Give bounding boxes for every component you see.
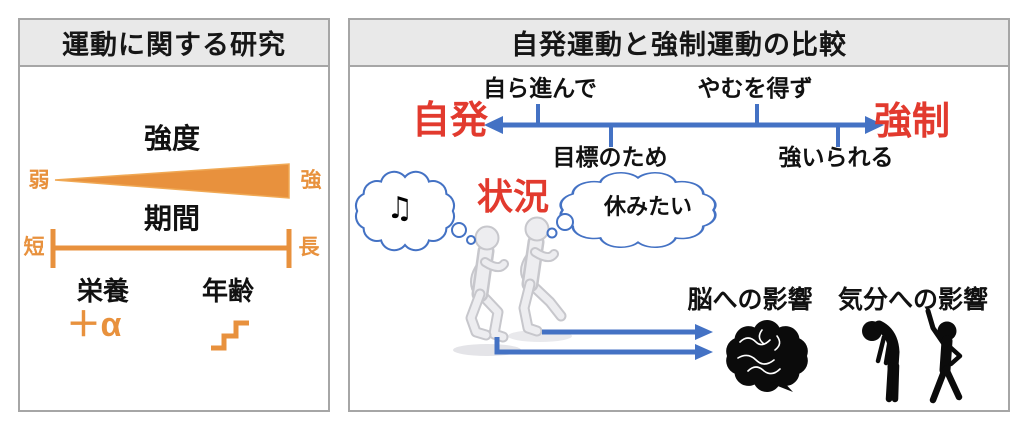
situation-label: 状況 [476, 176, 550, 217]
right-panel-title: 自発運動と強制運動の比較 [511, 30, 847, 60]
effect-mood-label: 気分への影響 [837, 286, 989, 314]
duration-label: 期間 [143, 203, 201, 234]
right-panel-header: 自発運動と強制運動の比較 [350, 20, 1008, 67]
left-panel: 運動に関する研究 [18, 18, 330, 412]
intensity-label: 強度 [143, 123, 201, 154]
spectrum-lower-label-2: 強いられる [778, 144, 894, 170]
duration-max-label: 長 [298, 236, 320, 259]
intensity-min-label: 弱 [28, 169, 50, 192]
nutrition-value: ＋α [66, 306, 122, 344]
intensity-max-label: 強 [300, 169, 322, 192]
left-panel-header: 運動に関する研究 [20, 20, 328, 67]
effect-brain-label: 脳への影響 [687, 286, 813, 314]
forced-pole-label: 強制 [873, 101, 951, 143]
rest-thought-text: 休みたい [603, 194, 693, 219]
duration-min-label: 短 [23, 236, 45, 259]
spectrum-upper-label-2: やむを得ず [697, 75, 813, 101]
spectrum-upper-label-1: 自ら進んで [483, 75, 597, 101]
left-panel-title: 運動に関する研究 [62, 30, 286, 60]
voluntary-pole-label: 自発 [411, 100, 489, 142]
nutrition-label: 栄養 [76, 276, 130, 306]
music-note-icon: ♫ [386, 191, 414, 226]
spectrum-lower-label-1: 目標のため [552, 144, 668, 170]
age-label: 年齢 [201, 276, 255, 306]
